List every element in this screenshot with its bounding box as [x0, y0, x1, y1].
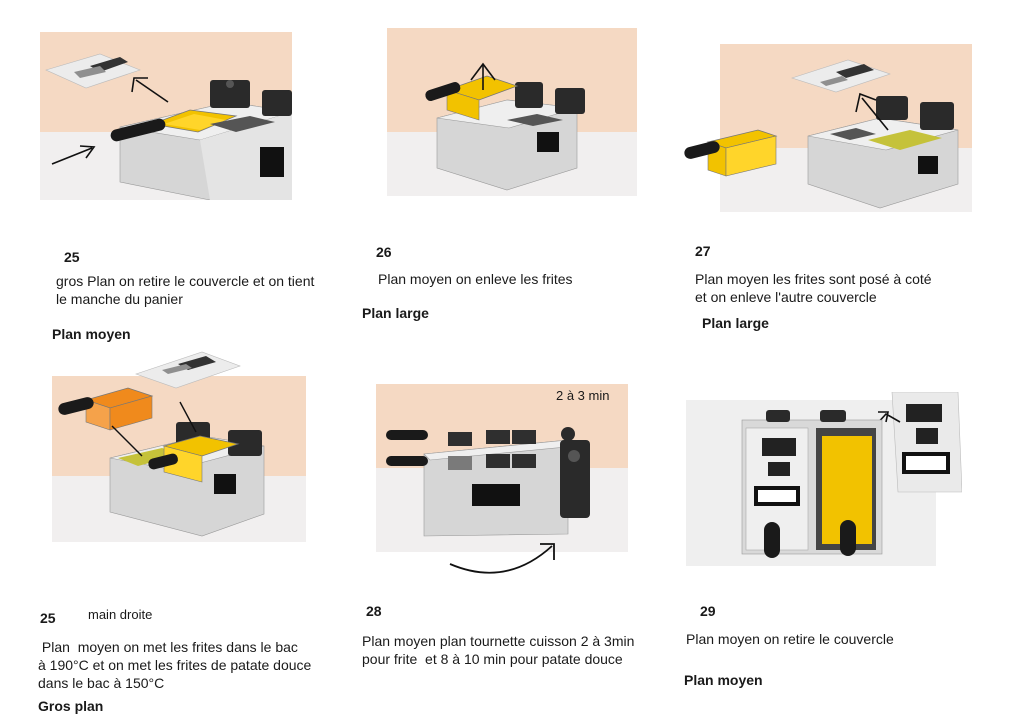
shot-type: Plan large — [362, 305, 429, 321]
shot-type: Plan large — [702, 315, 769, 331]
step-description-line: à 190°C et on met les frites de patate d… — [38, 657, 312, 673]
step-number: 27 — [695, 243, 711, 259]
step-description-line: gros Plan on retire le couvercle et on t… — [56, 273, 315, 289]
step-description-line: Plan moyen on enleve les frites — [378, 271, 573, 287]
step-number: 26 — [376, 244, 392, 260]
shot-type: Gros plan — [38, 698, 104, 714]
illustration-step-25-fries-in-baths — [52, 346, 308, 542]
step-description-line: Plan moyen on retire le couvercle — [686, 631, 894, 647]
step-number: 25 — [64, 249, 80, 265]
timer-label: 2 à 3 min — [556, 388, 610, 403]
step-description-line: Plan moyen plan tournette cuisson 2 à 3m… — [362, 633, 635, 649]
illustration-step-25-lid-removed — [40, 32, 292, 200]
illustration-step-28-cooking-timer: 2 à 3 min — [376, 384, 628, 580]
illustration-step-27-other-lid-removed — [680, 44, 972, 212]
step-description-line: et on enleve l'autre couvercle — [695, 289, 877, 305]
step-number: 25 — [40, 610, 56, 626]
step-description-line: dans le bac à 150°C — [38, 675, 165, 691]
step-number: 28 — [366, 603, 382, 619]
step-note: main droite — [88, 607, 153, 622]
shot-type: Plan moyen — [684, 672, 763, 688]
step-description-line: le manche du panier — [56, 291, 183, 307]
step-number: 29 — [700, 603, 716, 619]
step-description-line: pour frite et 8 à 10 min pour patate dou… — [362, 651, 623, 667]
illustration-step-29-top-view — [686, 392, 962, 568]
step-description-line: Plan moyen on met les frites dans le bac — [38, 639, 298, 655]
step-description-line: Plan moyen les frites sont posé à coté — [695, 271, 932, 287]
illustration-step-26-fries-removed — [387, 28, 637, 196]
shot-type: Plan moyen — [52, 326, 131, 342]
